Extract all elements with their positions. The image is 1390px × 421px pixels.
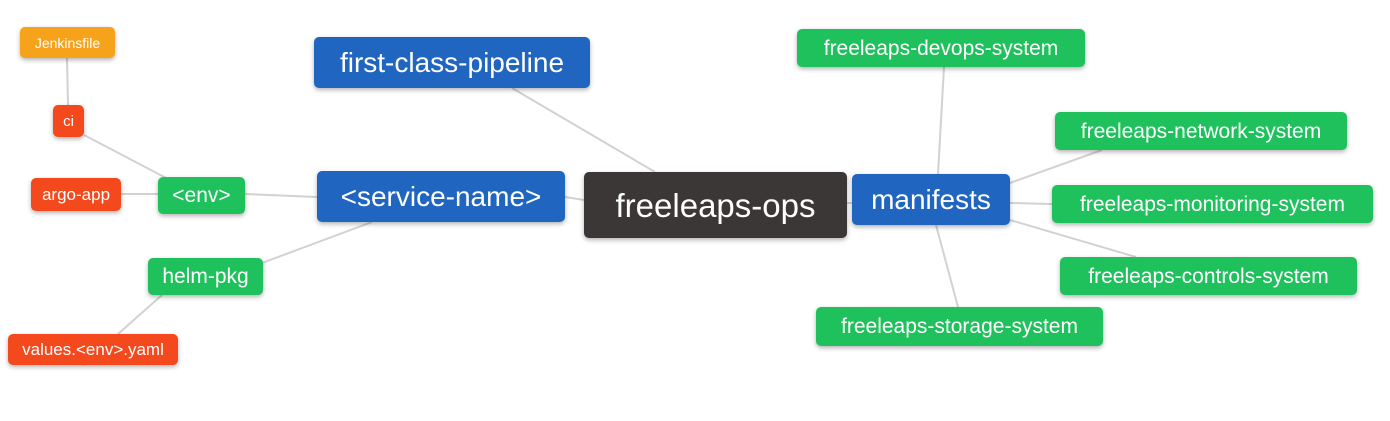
node-freeleaps-ops[interactable]: freeleaps-ops bbox=[584, 172, 847, 238]
node-service-name[interactable]: <service-name> bbox=[317, 171, 565, 222]
edge-manifests-to-freeleaps-monitoring-system bbox=[1009, 202, 1053, 205]
node-helm-pkg[interactable]: helm-pkg bbox=[148, 258, 263, 295]
node-env[interactable]: <env> bbox=[158, 177, 245, 214]
node-values-env-yaml[interactable]: values.<env>.yaml bbox=[8, 334, 178, 365]
edge-env-to-service-name bbox=[244, 193, 318, 198]
edge-first-class-pipeline-to-freeleaps-ops bbox=[511, 87, 656, 173]
edge-manifests-to-freeleaps-devops-system bbox=[937, 66, 945, 175]
node-freeleaps-storage-system[interactable]: freeleaps-storage-system bbox=[816, 307, 1103, 346]
node-freeleaps-monitoring-system[interactable]: freeleaps-monitoring-system bbox=[1052, 185, 1373, 223]
edge-manifests-to-freeleaps-network-system bbox=[1009, 149, 1103, 184]
node-manifests[interactable]: manifests bbox=[852, 174, 1010, 225]
edge-ci-to-env bbox=[83, 134, 169, 180]
node-ci[interactable]: ci bbox=[53, 105, 84, 137]
edge-manifests-to-freeleaps-controls-system bbox=[1009, 219, 1137, 258]
edge-helm-pkg-to-service-name bbox=[261, 221, 373, 264]
edge-jenkinsfile-to-ci bbox=[66, 57, 69, 106]
edge-service-name-to-freeleaps-ops bbox=[564, 196, 585, 201]
node-first-class-pipeline[interactable]: first-class-pipeline bbox=[314, 37, 590, 88]
edge-manifests-to-freeleaps-storage-system bbox=[935, 224, 959, 308]
node-freeleaps-network-system[interactable]: freeleaps-network-system bbox=[1055, 112, 1347, 150]
node-freeleaps-controls-system[interactable]: freeleaps-controls-system bbox=[1060, 257, 1357, 295]
node-argo-app[interactable]: argo-app bbox=[31, 178, 121, 211]
edge-values-env-yaml-to-helm-pkg bbox=[117, 294, 163, 335]
node-jenkinsfile[interactable]: Jenkinsfile bbox=[20, 27, 115, 58]
node-freeleaps-devops-system[interactable]: freeleaps-devops-system bbox=[797, 29, 1085, 67]
